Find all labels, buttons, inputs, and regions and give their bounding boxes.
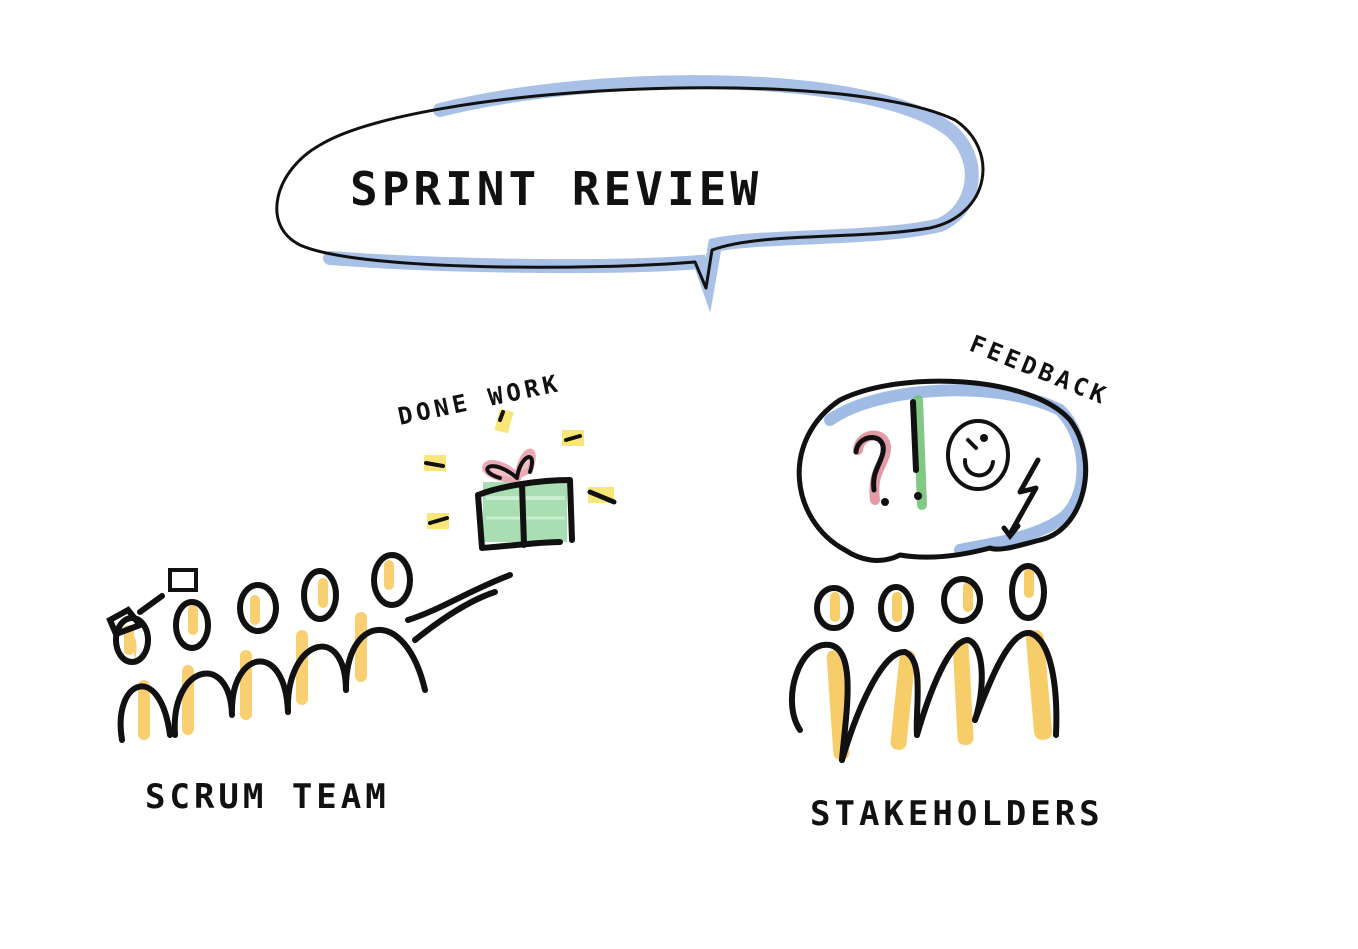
stakeholders-label: STAKEHOLDERS: [810, 794, 1104, 834]
gift-label: DONE WORK: [395, 369, 563, 431]
team-label: SCRUM TEAM: [145, 777, 390, 817]
stakeholders-group: STAKEHOLDERS: [789, 563, 1104, 834]
done-work-gift: DONE WORK: [395, 369, 617, 551]
title-speech-bubble: SPRINT REVIEW: [275, 75, 985, 313]
spark-icons: [424, 408, 617, 529]
question-mark-icon: [853, 430, 891, 506]
feedback-thought-cloud: FEEDBACK: [796, 330, 1113, 563]
smiley-face-icon: [946, 419, 1010, 491]
lightning-bolt-icon: [1001, 457, 1041, 541]
scrum-team-group: SCRUM TEAM: [106, 552, 513, 817]
exclamation-mark-icon: [910, 395, 927, 510]
page-title: SPRINT REVIEW: [350, 162, 762, 216]
